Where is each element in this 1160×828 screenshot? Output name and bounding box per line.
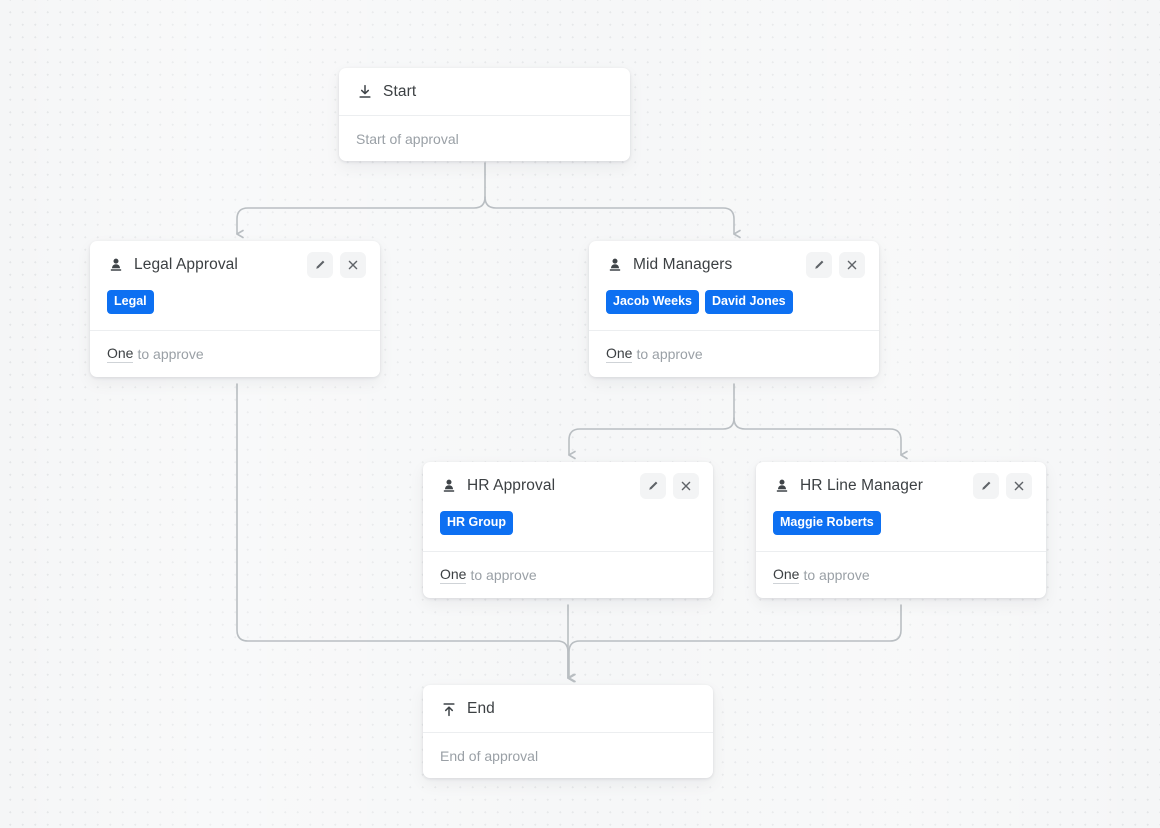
node-end-header: End — [423, 685, 713, 732]
node-end[interactable]: End End of approval — [423, 685, 713, 778]
user-icon — [773, 477, 790, 494]
node-hr-approval-actions — [640, 472, 699, 499]
edge-hrline-to-end — [568, 604, 902, 683]
edge-mid-to-hrline — [733, 417, 908, 460]
node-mid-managers-actions — [806, 251, 865, 278]
close-icon-button[interactable] — [1006, 472, 1032, 499]
node-hr-line-manager-actions — [973, 472, 1032, 499]
node-start-title: Start — [383, 82, 417, 100]
node-hr-approval-header: HR Approval — [423, 462, 713, 509]
upload-icon — [440, 700, 457, 717]
close-icon-button[interactable] — [340, 251, 366, 278]
node-hr-line-manager-tags: Maggie Roberts — [756, 509, 1046, 551]
rule-text: to approve — [803, 566, 870, 583]
edge-start-to-mid — [484, 196, 741, 239]
edge-mid-to-hr — [568, 417, 735, 460]
rule-text: to approve — [470, 566, 537, 583]
node-legal-approval-actions — [307, 251, 366, 278]
edit-icon-button[interactable] — [806, 251, 832, 278]
node-legal-approval-tags: Legal — [90, 288, 380, 330]
node-legal-approval-rule: One to approve — [90, 331, 380, 377]
edit-icon-button[interactable] — [973, 472, 999, 499]
node-hr-approval-tags: HR Group — [423, 509, 713, 551]
node-start-header: Start — [339, 68, 630, 115]
rule-count: One — [107, 344, 134, 363]
divider — [90, 329, 380, 331]
node-mid-managers[interactable]: Mid Managers Jacob Weeks David Jones — [589, 241, 879, 377]
node-legal-approval[interactable]: Legal Approval Legal One to approve — [90, 241, 380, 377]
close-icon-button[interactable] — [839, 251, 865, 278]
approver-tag[interactable]: Maggie Roberts — [773, 511, 881, 535]
node-hr-approval-rule: One to approve — [423, 552, 713, 598]
node-mid-managers-rule: One to approve — [589, 331, 879, 377]
approver-tag[interactable]: HR Group — [440, 511, 514, 535]
rule-text: to approve — [137, 345, 204, 362]
divider — [756, 550, 1046, 552]
divider — [423, 732, 713, 733]
node-mid-managers-header: Mid Managers — [589, 241, 879, 288]
rule-count: One — [440, 565, 467, 584]
rule-count: One — [773, 565, 800, 584]
node-hr-approval[interactable]: HR Approval HR Group One to approve — [423, 462, 713, 598]
close-icon-button[interactable] — [673, 472, 699, 499]
node-mid-managers-title: Mid Managers — [633, 255, 733, 273]
node-start[interactable]: Start Start of approval — [339, 68, 630, 161]
node-hr-line-manager-rule: One to approve — [756, 552, 1046, 598]
download-icon — [356, 83, 373, 100]
node-legal-approval-title: Legal Approval — [134, 255, 238, 273]
edit-icon-button[interactable] — [640, 472, 666, 499]
node-legal-approval-header: Legal Approval — [90, 241, 380, 288]
divider — [589, 329, 879, 331]
user-icon — [107, 256, 124, 273]
node-start-description: Start of approval — [356, 130, 459, 147]
user-icon — [606, 256, 623, 273]
node-mid-managers-tags: Jacob Weeks David Jones — [589, 288, 879, 330]
approver-tag[interactable]: David Jones — [704, 290, 793, 314]
rule-text: to approve — [636, 345, 703, 362]
node-end-description: End of approval — [440, 747, 539, 764]
node-end-title: End — [467, 699, 495, 717]
node-hr-line-manager-title: HR Line Manager — [800, 476, 923, 494]
rule-count: One — [606, 344, 633, 363]
user-icon — [440, 477, 457, 494]
approver-tag[interactable]: Legal — [107, 290, 154, 314]
node-hr-line-manager[interactable]: HR Line Manager Maggie Roberts One to — [756, 462, 1046, 598]
edit-icon-button[interactable] — [307, 251, 333, 278]
edge-start-to-legal — [236, 196, 486, 239]
approver-tag[interactable]: Jacob Weeks — [606, 290, 699, 314]
node-hr-line-manager-header: HR Line Manager — [756, 462, 1046, 509]
node-hr-approval-title: HR Approval — [467, 476, 556, 494]
divider — [339, 115, 630, 116]
